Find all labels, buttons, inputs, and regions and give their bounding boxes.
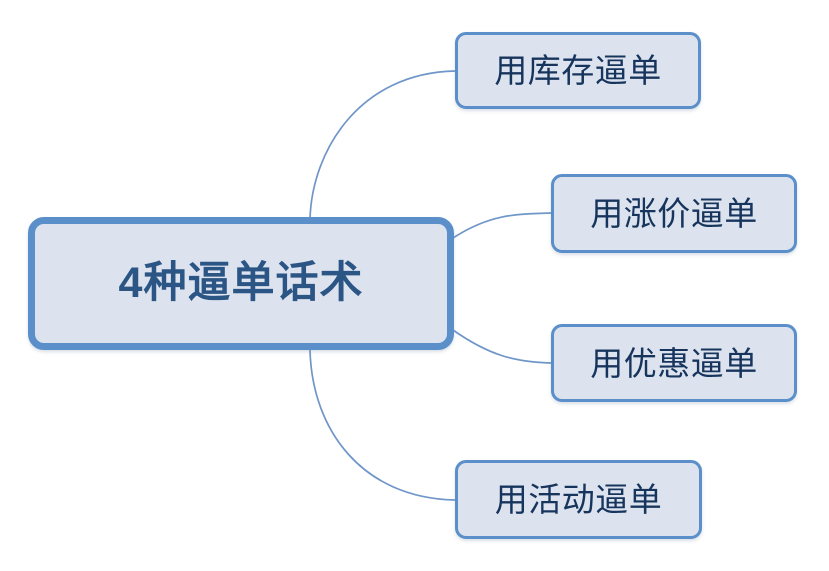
child-node-2[interactable]: 用涨价逼单 bbox=[551, 174, 797, 253]
connector-to-child-4 bbox=[309, 349, 456, 501]
child-node-3[interactable]: 用优惠逼单 bbox=[551, 324, 797, 402]
connector-to-child-1 bbox=[309, 70, 456, 220]
root-node-label: 4种逼单话术 bbox=[118, 259, 364, 307]
child-node-1-label: 用库存逼单 bbox=[494, 52, 662, 89]
root-node[interactable]: 4种逼单话术 bbox=[28, 217, 454, 350]
child-node-4[interactable]: 用活动逼单 bbox=[455, 460, 702, 539]
child-node-3-label: 用优惠逼单 bbox=[590, 344, 758, 382]
connector-to-child-2 bbox=[452, 212, 552, 239]
child-node-2-label: 用涨价逼单 bbox=[590, 195, 758, 232]
child-node-1[interactable]: 用库存逼单 bbox=[455, 32, 701, 109]
connector-to-child-3 bbox=[452, 329, 552, 364]
child-node-4-label: 用活动逼单 bbox=[494, 481, 663, 518]
